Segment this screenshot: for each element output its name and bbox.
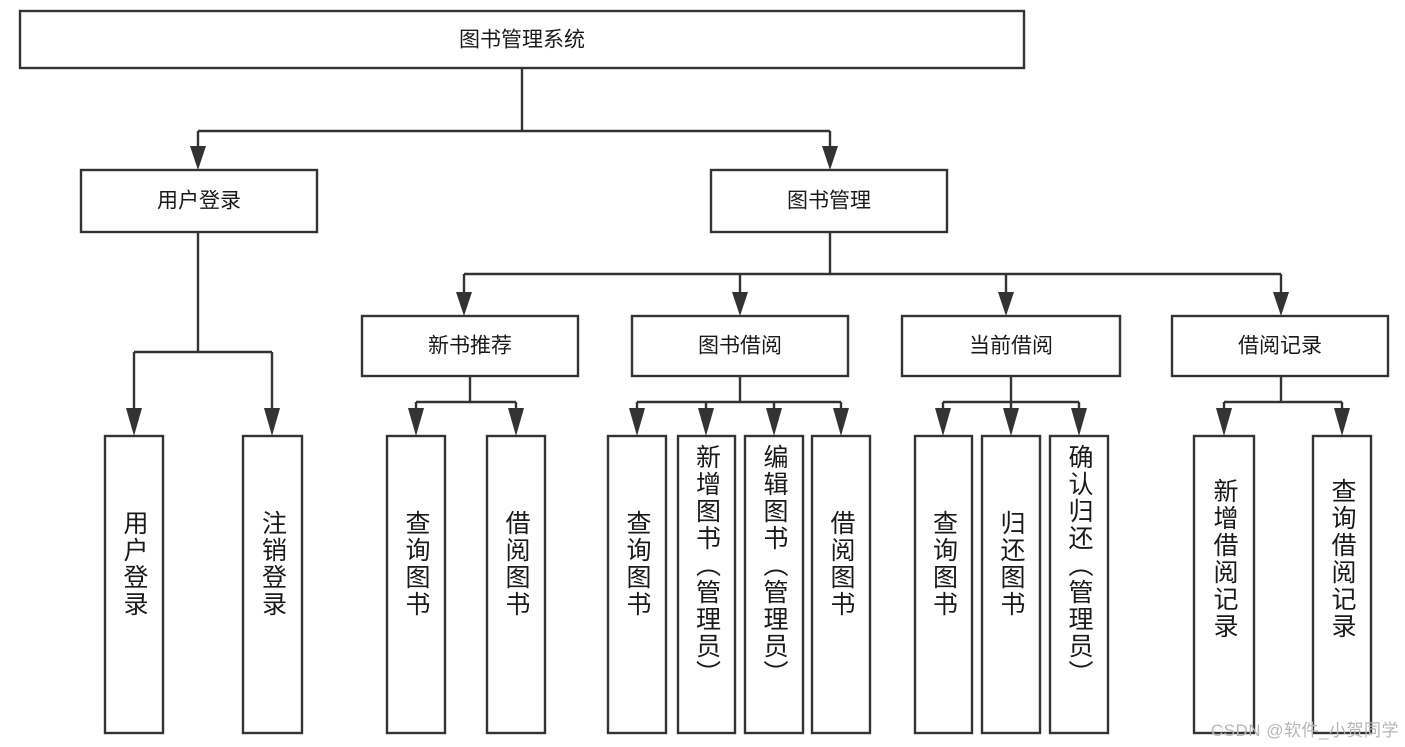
leaf-return-book-box[interactable]	[980, 434, 1042, 735]
arrowhead-leaf-logout	[264, 408, 280, 436]
node-borrow-records-box[interactable]	[1170, 314, 1390, 378]
node-book-management-box[interactable]	[709, 168, 949, 234]
arrowhead-book-management	[822, 146, 838, 170]
node-root[interactable]: 图书管理系统	[18, 9, 1026, 70]
arrowhead-user-login	[190, 146, 206, 170]
node-user-login-label: 用户登录	[157, 190, 241, 213]
arrowhead-new-book-recommend	[456, 292, 472, 316]
node-new-book-recommend[interactable]: 新书推荐	[360, 314, 580, 378]
arrowhead-leaf-user-login	[126, 408, 142, 436]
leaf-query-book-borrow-box[interactable]	[606, 434, 668, 735]
leaf-user-login-box[interactable]	[103, 434, 165, 735]
arrowhead-leaf-query-book-current	[935, 408, 951, 436]
arrowhead-leaf-query-book-recommend	[408, 408, 424, 436]
leaf-query-book-current-box[interactable]	[913, 434, 974, 735]
node-user-login[interactable]: 用户登录	[79, 168, 319, 234]
connector-group-borrow-records-children	[1216, 376, 1350, 436]
arrowhead-borrow-records	[1273, 292, 1289, 316]
node-root-box[interactable]	[18, 9, 1026, 70]
leaf-borrow-book-box[interactable]	[810, 434, 872, 735]
arrowhead-leaf-edit-book-admin	[766, 408, 782, 436]
leaf-add-borrow-record-box[interactable]	[1192, 434, 1256, 735]
connector-group-user-login-children	[126, 232, 280, 436]
leaf-query-book-recommend-box[interactable]	[385, 434, 447, 735]
arrowhead-leaf-borrow-book-recommend	[508, 408, 524, 436]
node-user-login-box[interactable]	[79, 168, 319, 234]
csdn-watermark: CSDN @软件_小贺同学	[1210, 721, 1399, 740]
arrowhead-leaf-add-book-admin	[698, 408, 714, 436]
node-borrow-records-label: 借阅记录	[1238, 335, 1322, 358]
connector-group-root-to-level2	[190, 68, 838, 170]
leaf-query-borrow-record-box[interactable]	[1311, 434, 1373, 735]
connector-group-new-book-recommend-children	[408, 376, 524, 436]
node-book-borrow-box[interactable]	[630, 314, 850, 378]
arrowhead-book-borrow	[732, 292, 748, 316]
node-current-borrow-label: 当前借阅	[969, 335, 1053, 358]
leaf-confirm-return-admin-box[interactable]	[1048, 434, 1110, 735]
arrowhead-leaf-query-borrow-record	[1334, 408, 1350, 436]
leaf-logout-box[interactable]	[241, 434, 304, 735]
arrowhead-leaf-add-borrow-record	[1216, 408, 1232, 436]
connector-group-current-borrow-children	[935, 376, 1087, 436]
arrowhead-leaf-confirm-return-admin	[1071, 408, 1087, 436]
node-book-management[interactable]: 图书管理	[709, 168, 949, 234]
node-current-borrow[interactable]: 当前借阅	[900, 314, 1122, 378]
leaf-edit-book-admin-box[interactable]	[743, 434, 805, 735]
node-new-book-recommend-label: 新书推荐	[428, 335, 512, 358]
node-book-borrow[interactable]: 图书借阅	[630, 314, 850, 378]
leaf-borrow-book-recommend-box[interactable]	[485, 434, 547, 735]
node-book-borrow-label: 图书借阅	[698, 335, 782, 358]
arrowhead-leaf-query-book-borrow	[629, 408, 645, 436]
arrowhead-leaf-borrow-book	[833, 408, 849, 436]
node-book-management-label: 图书管理	[787, 190, 871, 213]
node-current-borrow-box[interactable]	[900, 314, 1122, 378]
arrowhead-current-borrow	[998, 292, 1014, 316]
leaf-boxes-group	[103, 434, 1373, 735]
connector-group-book-borrow-children	[629, 376, 849, 436]
node-borrow-records[interactable]: 借阅记录	[1170, 314, 1390, 378]
arrowhead-leaf-return-book	[1003, 408, 1019, 436]
node-new-book-recommend-box[interactable]	[360, 314, 580, 378]
node-root-label: 图书管理系统	[459, 29, 585, 52]
leaf-add-book-admin-box[interactable]	[676, 434, 737, 735]
connector-group-book-management-children	[456, 232, 1289, 316]
